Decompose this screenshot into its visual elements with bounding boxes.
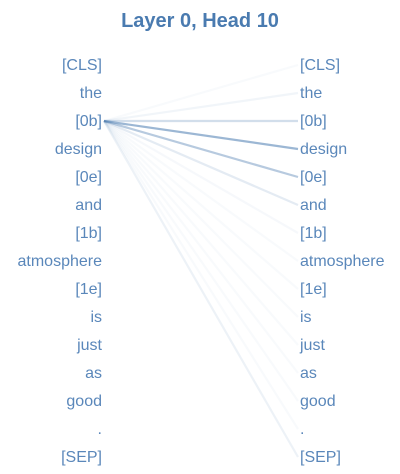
right-token-column: [CLS] the [0b] design [0e] and [1b] atmosphere [… bbox=[300, 52, 385, 472]
right-token[interactable]: good bbox=[300, 393, 336, 410]
right-token[interactable]: [CLS] bbox=[300, 57, 341, 74]
right-token[interactable]: as bbox=[300, 365, 317, 382]
left-token[interactable]: [0b] bbox=[75, 113, 102, 130]
left-token[interactable]: and bbox=[75, 197, 102, 214]
attention-edge bbox=[103, 120, 299, 290]
right-token[interactable]: is bbox=[300, 309, 312, 326]
attention-edge bbox=[103, 120, 299, 234]
diagram-title: Layer 0, Head 10 bbox=[121, 10, 279, 32]
attention-edge bbox=[103, 120, 299, 374]
left-token[interactable]: as bbox=[85, 365, 102, 382]
left-token[interactable]: good bbox=[66, 393, 102, 410]
right-token[interactable]: . bbox=[300, 421, 305, 438]
right-token[interactable]: design bbox=[300, 141, 348, 158]
attention-edge bbox=[103, 120, 299, 318]
attention-edge bbox=[103, 119, 299, 151]
left-token[interactable]: atmosphere bbox=[17, 253, 103, 270]
left-token[interactable]: the bbox=[79, 85, 102, 102]
attention-edge bbox=[103, 120, 299, 402]
right-token[interactable]: [1b] bbox=[300, 225, 327, 242]
attention-edge bbox=[103, 119, 299, 207]
attention-edge bbox=[103, 120, 299, 262]
left-token[interactable]: [SEP] bbox=[61, 449, 102, 466]
attention-edge bbox=[103, 120, 299, 430]
left-token[interactable]: [1b] bbox=[75, 225, 102, 242]
left-token[interactable]: . bbox=[97, 421, 102, 438]
right-token[interactable]: [0b] bbox=[300, 113, 327, 130]
right-token[interactable]: just bbox=[300, 337, 325, 354]
right-token[interactable]: atmosphere bbox=[300, 253, 385, 270]
right-token[interactable]: [SEP] bbox=[300, 449, 341, 466]
left-token[interactable]: [0e] bbox=[75, 169, 102, 186]
right-token[interactable]: and bbox=[300, 197, 327, 214]
left-token-column: [CLS] the [0b] design [0e] and [1b] atmosphere [… bbox=[18, 52, 103, 472]
attention-edge bbox=[103, 91, 299, 123]
attention-edge bbox=[103, 120, 299, 458]
attention-edge bbox=[103, 120, 299, 346]
right-token[interactable]: the bbox=[300, 85, 323, 102]
right-token[interactable]: [0e] bbox=[300, 169, 327, 186]
left-token[interactable]: [CLS] bbox=[61, 57, 102, 74]
left-token[interactable]: design bbox=[54, 141, 102, 158]
right-token[interactable]: [1e] bbox=[300, 281, 327, 298]
left-token[interactable]: [1e] bbox=[75, 281, 102, 298]
attention-edge bbox=[103, 63, 299, 123]
left-token[interactable]: just bbox=[77, 337, 102, 354]
left-token[interactable]: is bbox=[90, 309, 102, 326]
attention-edge bbox=[103, 119, 299, 179]
